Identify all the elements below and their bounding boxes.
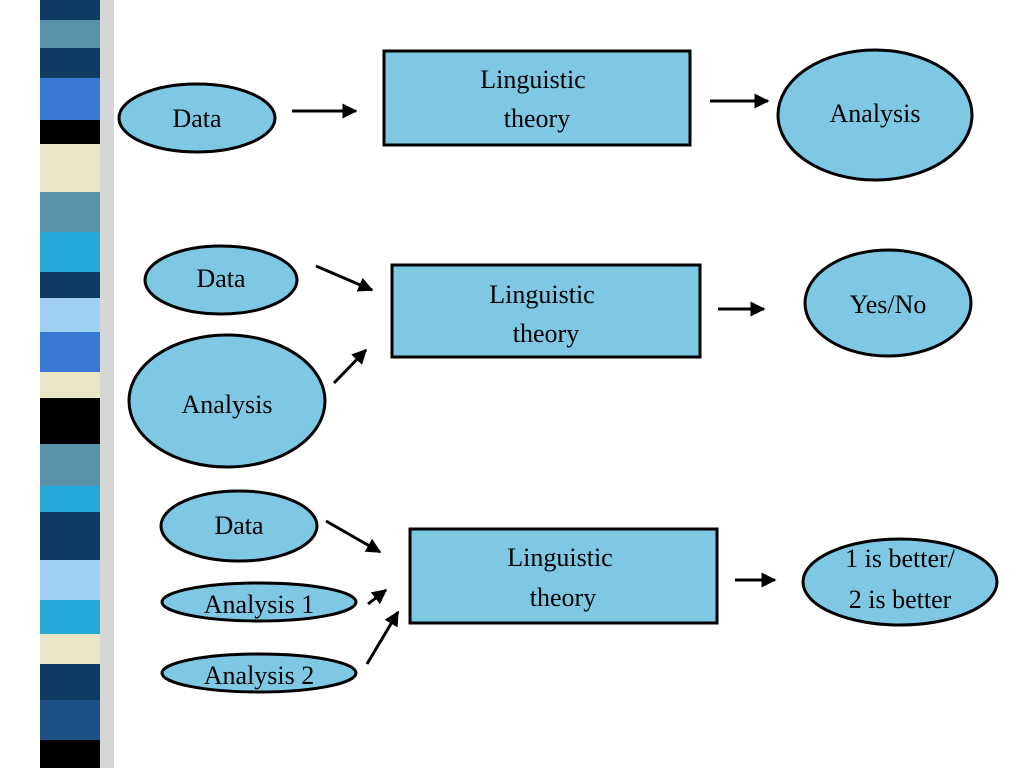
row1-analysis-node bbox=[776, 48, 974, 182]
bar-stripe bbox=[40, 512, 100, 560]
row2-analysis-node bbox=[127, 333, 327, 469]
row2-analysis-label: Analysis bbox=[182, 390, 273, 419]
bar-stripe bbox=[40, 560, 100, 600]
bar-stripe bbox=[40, 332, 100, 372]
bar-stripe bbox=[40, 634, 100, 664]
bar-stripe bbox=[40, 20, 100, 48]
bar-stripe bbox=[40, 444, 100, 486]
bar-stripe bbox=[40, 486, 100, 512]
bar-stripe bbox=[40, 298, 100, 332]
row3-data-label: Data bbox=[214, 511, 264, 540]
bar-stripe bbox=[40, 192, 100, 232]
row3-result-line1: 1 is better/ bbox=[845, 544, 956, 573]
bar-stripe bbox=[40, 398, 100, 444]
row3-analysis1-node bbox=[160, 581, 358, 623]
row2-theory-line1: Linguistic bbox=[489, 280, 594, 309]
row2-theory-box bbox=[390, 263, 702, 359]
row1-theory-box bbox=[382, 49, 692, 147]
row1-theory-line2: theory bbox=[504, 104, 570, 133]
row2-theory-line2: theory bbox=[513, 319, 579, 348]
row3-arrow-data-to-theory bbox=[325, 519, 382, 554]
row1-data-node bbox=[117, 82, 277, 154]
bar-stripe bbox=[40, 600, 100, 634]
row2-group: Data Analysis Linguistic theory Yes/No bbox=[127, 244, 973, 469]
bar-stripe bbox=[40, 144, 100, 192]
row3-result-line2: 2 is better bbox=[849, 585, 952, 614]
row3-analysis2-label: Analysis 2 bbox=[204, 661, 315, 690]
row3-analysis1-label: Analysis 1 bbox=[204, 590, 315, 619]
row3-arrow-analysis2-to-theory bbox=[365, 610, 400, 665]
row2-arrow-analysis-to-theory bbox=[332, 348, 368, 385]
row2-arrow-data-to-theory bbox=[315, 264, 374, 292]
row1-data-label: Data bbox=[172, 104, 222, 133]
bar-stripe bbox=[40, 700, 100, 740]
bar-stripe bbox=[40, 48, 100, 78]
bar-stripe bbox=[40, 120, 100, 144]
row1-theory-line1: Linguistic bbox=[480, 65, 585, 94]
row3-result-node bbox=[801, 537, 999, 627]
row3-theory-box bbox=[408, 527, 719, 625]
row3-arrow-analysis1-to-theory bbox=[367, 588, 388, 606]
row3-group: Data Analysis 1 Analysis 2 Linguistic th… bbox=[159, 489, 999, 694]
row3-theory-line2: theory bbox=[530, 583, 596, 612]
bar-stripe bbox=[40, 740, 100, 768]
row2-data-node bbox=[143, 244, 299, 316]
row3-data-node bbox=[159, 489, 319, 563]
bar-stripe bbox=[40, 372, 100, 398]
row2-result-node bbox=[803, 248, 973, 358]
row2-result-label: Yes/No bbox=[850, 290, 927, 319]
row2-data-label: Data bbox=[196, 264, 246, 293]
bar-stripe bbox=[40, 272, 100, 298]
row3-analysis2-node bbox=[160, 652, 358, 694]
bar-shadow bbox=[100, 0, 114, 768]
row1-analysis-label: Analysis bbox=[830, 99, 921, 128]
bar-stripe bbox=[40, 664, 100, 700]
bar-stripe bbox=[40, 0, 100, 20]
row1-group: Data Linguistic theory Analysis bbox=[117, 48, 974, 182]
bar-stripe bbox=[40, 78, 100, 120]
row3-theory-line1: Linguistic bbox=[507, 543, 612, 572]
bar-stripe bbox=[40, 232, 100, 272]
decorative-stripe-bar bbox=[40, 0, 100, 768]
